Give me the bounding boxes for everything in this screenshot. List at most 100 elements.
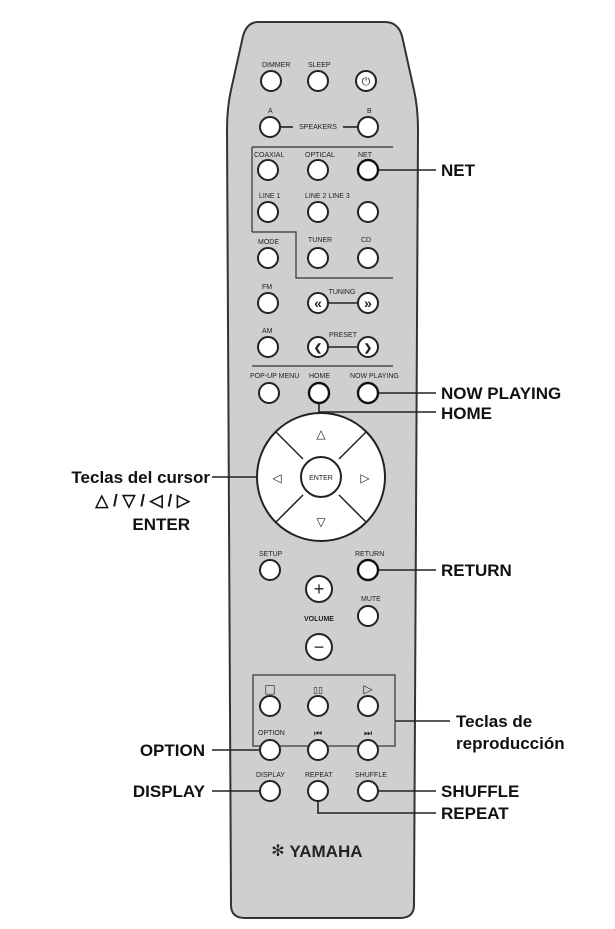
- playback-keys-callout-line2: reproducción: [456, 734, 565, 753]
- tuner-button[interactable]: [307, 247, 329, 269]
- shuffle-button[interactable]: [357, 780, 379, 802]
- optical-label: OPTICAL: [305, 152, 335, 159]
- mode-button[interactable]: [257, 247, 279, 269]
- dpad-divider-se: [338, 494, 367, 523]
- skip-back-button[interactable]: [307, 739, 329, 761]
- preset-up-button[interactable]: [357, 336, 379, 358]
- fm-label: FM: [262, 284, 272, 291]
- mode-frame: [252, 231, 393, 279]
- chevron-right-icon: ❯: [364, 343, 372, 354]
- display-label: DISPLAY: [256, 772, 285, 779]
- cd-button[interactable]: [357, 247, 379, 269]
- speaker-b-label: B: [367, 108, 372, 115]
- enter-button[interactable]: [300, 456, 342, 498]
- display-button[interactable]: [259, 780, 281, 802]
- volume-down-button[interactable]: [305, 633, 333, 661]
- home-callout-line: [318, 404, 436, 413]
- net-label: NET: [358, 152, 373, 159]
- repeat-button[interactable]: [307, 780, 329, 802]
- cursor-pad: ENTER △ ▽ ◁ ▷: [256, 412, 386, 542]
- return-callout: RETURN: [441, 561, 512, 580]
- enter-label: ENTER: [309, 475, 333, 482]
- line1-label: LINE 1: [259, 193, 281, 200]
- shuffle-callout: SHUFFLE: [441, 782, 519, 801]
- dpad-divider-sw: [275, 494, 304, 523]
- volume-up-button[interactable]: [305, 575, 333, 603]
- now-playing-callout: NOW PLAYING: [441, 384, 561, 403]
- stop-button[interactable]: [259, 695, 281, 717]
- shuffle-label: SHUFFLE: [355, 772, 387, 779]
- minus-icon: −: [314, 637, 325, 657]
- volume-label: VOLUME: [304, 616, 334, 623]
- repeat-label: REPEAT: [305, 772, 333, 779]
- preset-label: PRESET: [329, 332, 358, 339]
- coaxial-label: COAXIAL: [254, 152, 284, 159]
- sleep-button[interactable]: [307, 70, 329, 92]
- home-label: HOME: [309, 373, 330, 380]
- display-callout: DISPLAY: [133, 782, 206, 801]
- cursor-down-icon[interactable]: ▽: [316, 515, 326, 529]
- brand-name: YAMAHA: [289, 842, 362, 861]
- play-button[interactable]: [357, 695, 379, 717]
- sleep-label: SLEEP: [308, 62, 331, 69]
- cursor-up-icon[interactable]: △: [316, 427, 326, 441]
- line3-button[interactable]: [357, 201, 379, 223]
- power-button[interactable]: [355, 70, 377, 92]
- fm-button[interactable]: [257, 292, 279, 314]
- tuner-label: TUNER: [308, 237, 332, 244]
- preset-down-button[interactable]: [307, 336, 329, 358]
- yamaha-logo-icon: ✻: [271, 841, 284, 860]
- forward-icon: »: [364, 295, 372, 311]
- cursor-keys-callout: Teclas del cursor: [71, 468, 210, 487]
- setup-label: SETUP: [259, 551, 283, 558]
- net-callout: NET: [441, 161, 476, 180]
- skip-forward-button[interactable]: [357, 739, 379, 761]
- skip-back-icon: ⏮: [314, 729, 322, 739]
- cd-label: CD: [361, 237, 371, 244]
- coaxial-button[interactable]: [257, 159, 279, 181]
- popup-menu-button[interactable]: [258, 382, 280, 404]
- cursor-right-icon[interactable]: ▷: [360, 471, 370, 485]
- setup-button[interactable]: [259, 559, 281, 581]
- am-label: AM: [262, 328, 273, 335]
- home-callout: HOME: [441, 404, 492, 423]
- line23-label: LINE 2 LINE 3: [305, 193, 350, 200]
- plus-icon: +: [314, 579, 325, 599]
- tuning-down-button[interactable]: [307, 292, 329, 314]
- return-button[interactable]: [356, 558, 380, 582]
- return-label: RETURN: [355, 551, 384, 558]
- playback-keys-callout-line1: Teclas de: [456, 712, 532, 731]
- power-icon: ⏻: [362, 75, 371, 88]
- speakers-label: SPEAKERS: [299, 124, 337, 131]
- home-button[interactable]: [307, 381, 331, 405]
- now-playing-button[interactable]: [356, 381, 380, 405]
- now-playing-label: NOW PLAYING: [350, 373, 399, 380]
- dimmer-button[interactable]: [260, 70, 282, 92]
- pause-icon: ▯▯: [313, 686, 323, 696]
- enter-callout: ENTER: [132, 515, 190, 534]
- repeat-callout-line: [317, 802, 436, 814]
- net-button[interactable]: [356, 158, 380, 182]
- option-button[interactable]: [259, 739, 281, 761]
- optical-button[interactable]: [307, 159, 329, 181]
- speaker-a-label: A: [268, 108, 273, 115]
- dpad-divider-ne: [338, 431, 367, 460]
- option-label: OPTION: [258, 730, 285, 737]
- cursor-symbols-callout: △ / ▽ / ◁ / ▷: [94, 491, 191, 510]
- tuning-up-button[interactable]: [357, 292, 379, 314]
- pause-button[interactable]: [307, 695, 329, 717]
- stop-icon: □: [264, 682, 275, 696]
- am-button[interactable]: [257, 336, 279, 358]
- line2-button[interactable]: [307, 201, 329, 223]
- skip-forward-icon: ⏭: [364, 729, 372, 739]
- mute-label: MUTE: [361, 596, 381, 603]
- option-callout: OPTION: [140, 741, 205, 760]
- mute-button[interactable]: [357, 605, 379, 627]
- speaker-a-button[interactable]: [259, 116, 281, 138]
- tuning-label: TUNING: [329, 289, 356, 296]
- mode-label: MODE: [258, 239, 279, 246]
- line1-button[interactable]: [257, 201, 279, 223]
- cursor-left-icon[interactable]: ◁: [271, 471, 281, 485]
- speaker-b-button[interactable]: [357, 116, 379, 138]
